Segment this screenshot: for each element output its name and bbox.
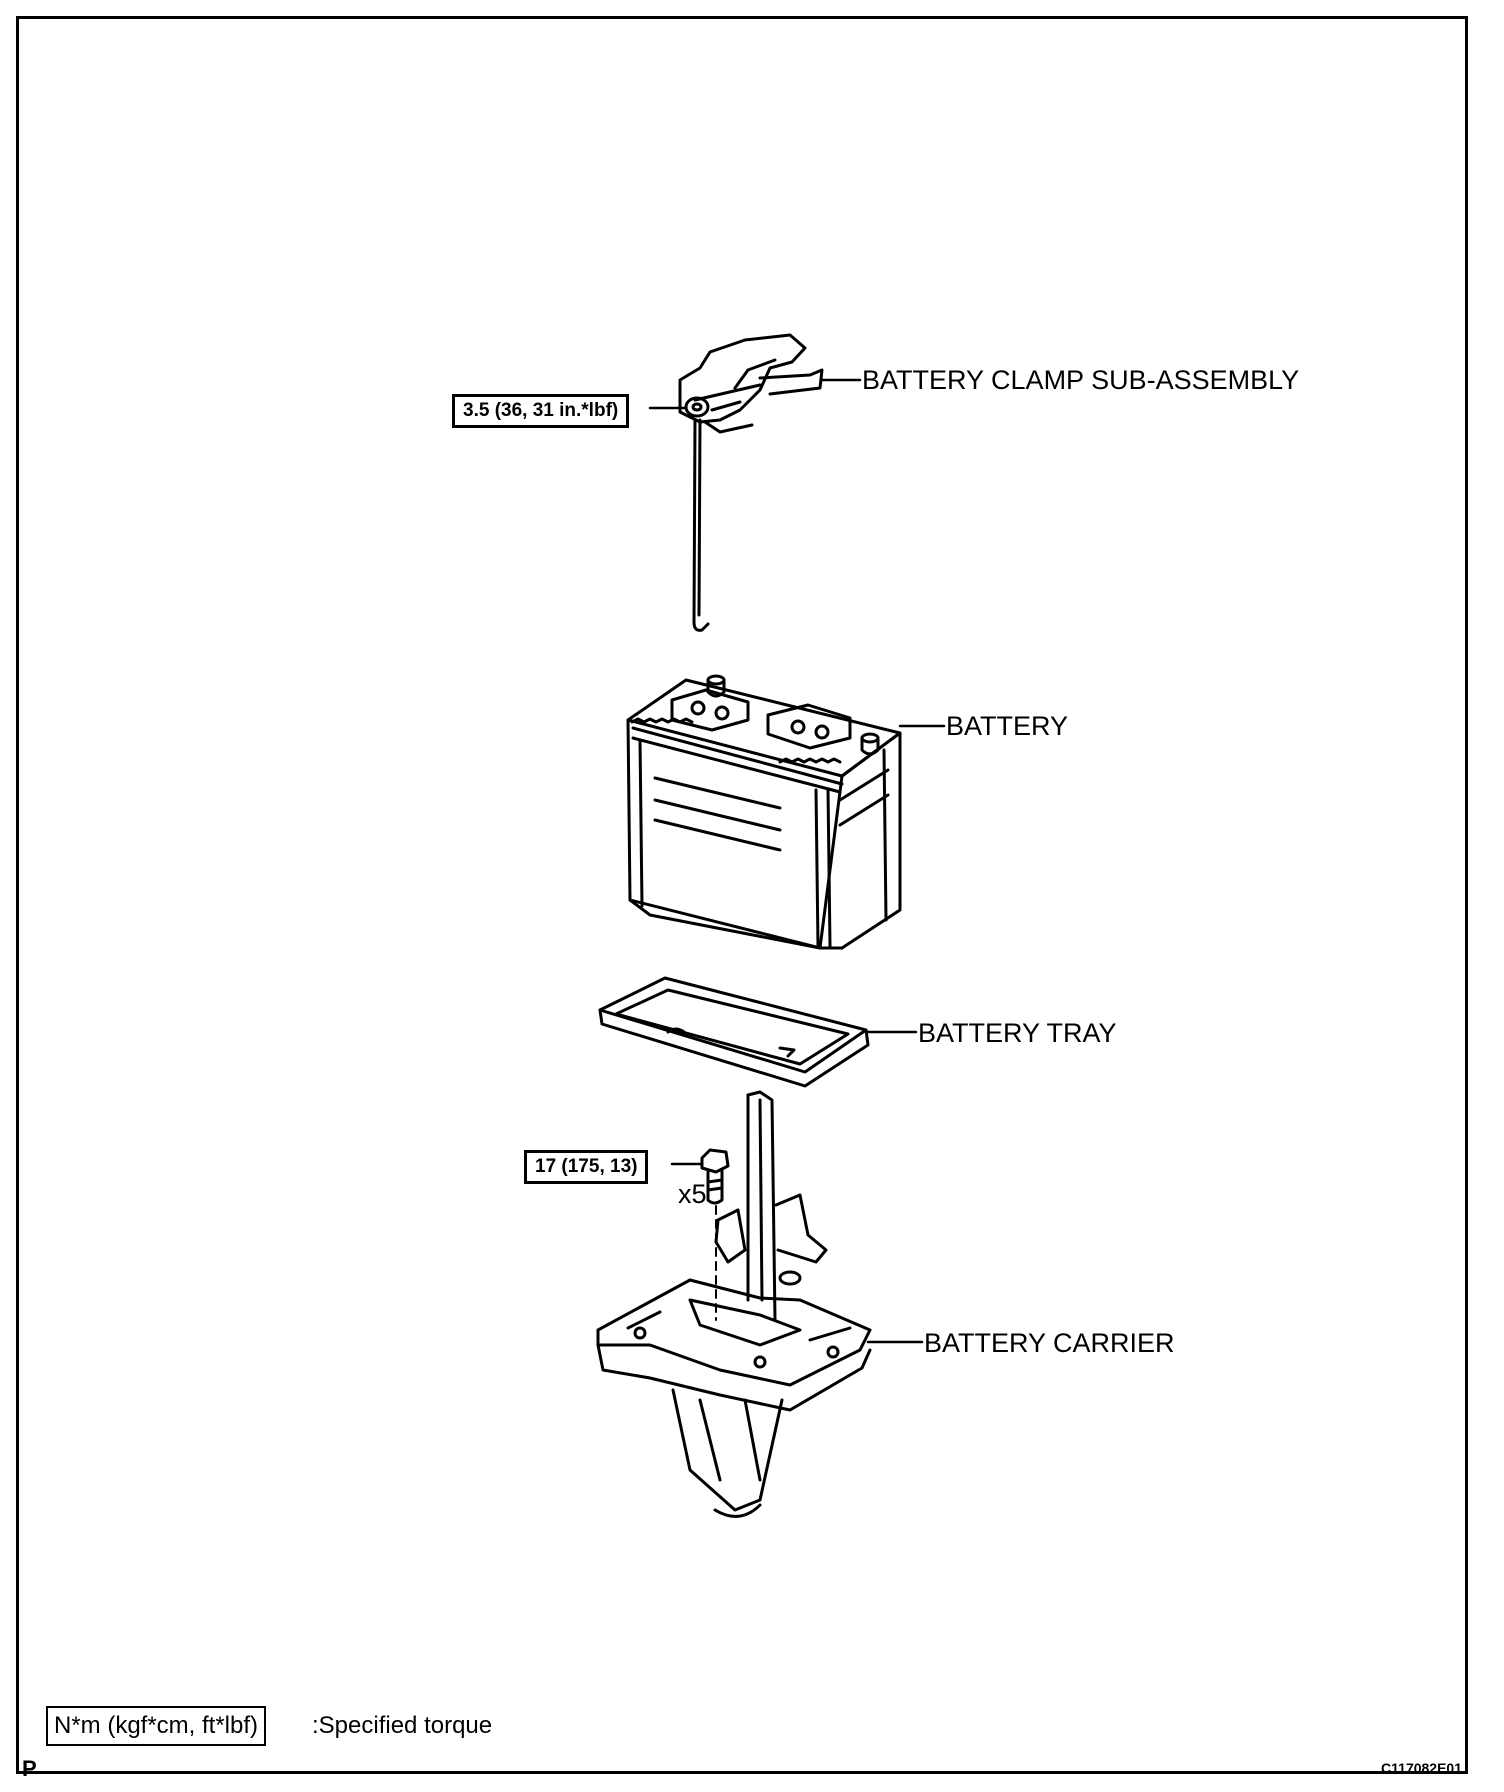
battery-clamp-drawing <box>678 333 824 632</box>
label-battery-carrier: BATTERY CARRIER <box>924 1328 1175 1358</box>
torque-clamp-nut: 3.5 (36, 31 in.*lbf) <box>452 394 630 428</box>
label-battery: BATTERY <box>946 711 1069 741</box>
figure-code: C117082E01 <box>1381 1760 1462 1776</box>
label-bolt-quantity: x5 <box>678 1179 707 1209</box>
leader-lines <box>648 378 946 1344</box>
torque-carrier-bolt: 17 (175, 13) <box>524 1150 649 1184</box>
battery-drawing <box>626 674 902 950</box>
legend-torque-text: :Specified torque <box>312 1712 493 1739</box>
corner-letter: P <box>22 1756 37 1781</box>
label-battery-tray: BATTERY TRAY <box>918 1018 1117 1048</box>
bolt-drawing <box>700 1148 730 1321</box>
diagram-frame <box>16 16 1468 1774</box>
label-battery-clamp: BATTERY CLAMP SUB-ASSEMBLY <box>862 365 1300 395</box>
legend-torque-box: N*m (kgf*cm, ft*lbf) <box>46 1706 267 1746</box>
battery-carrier-drawing <box>596 1090 872 1518</box>
battery-tray-drawing <box>598 976 870 1088</box>
